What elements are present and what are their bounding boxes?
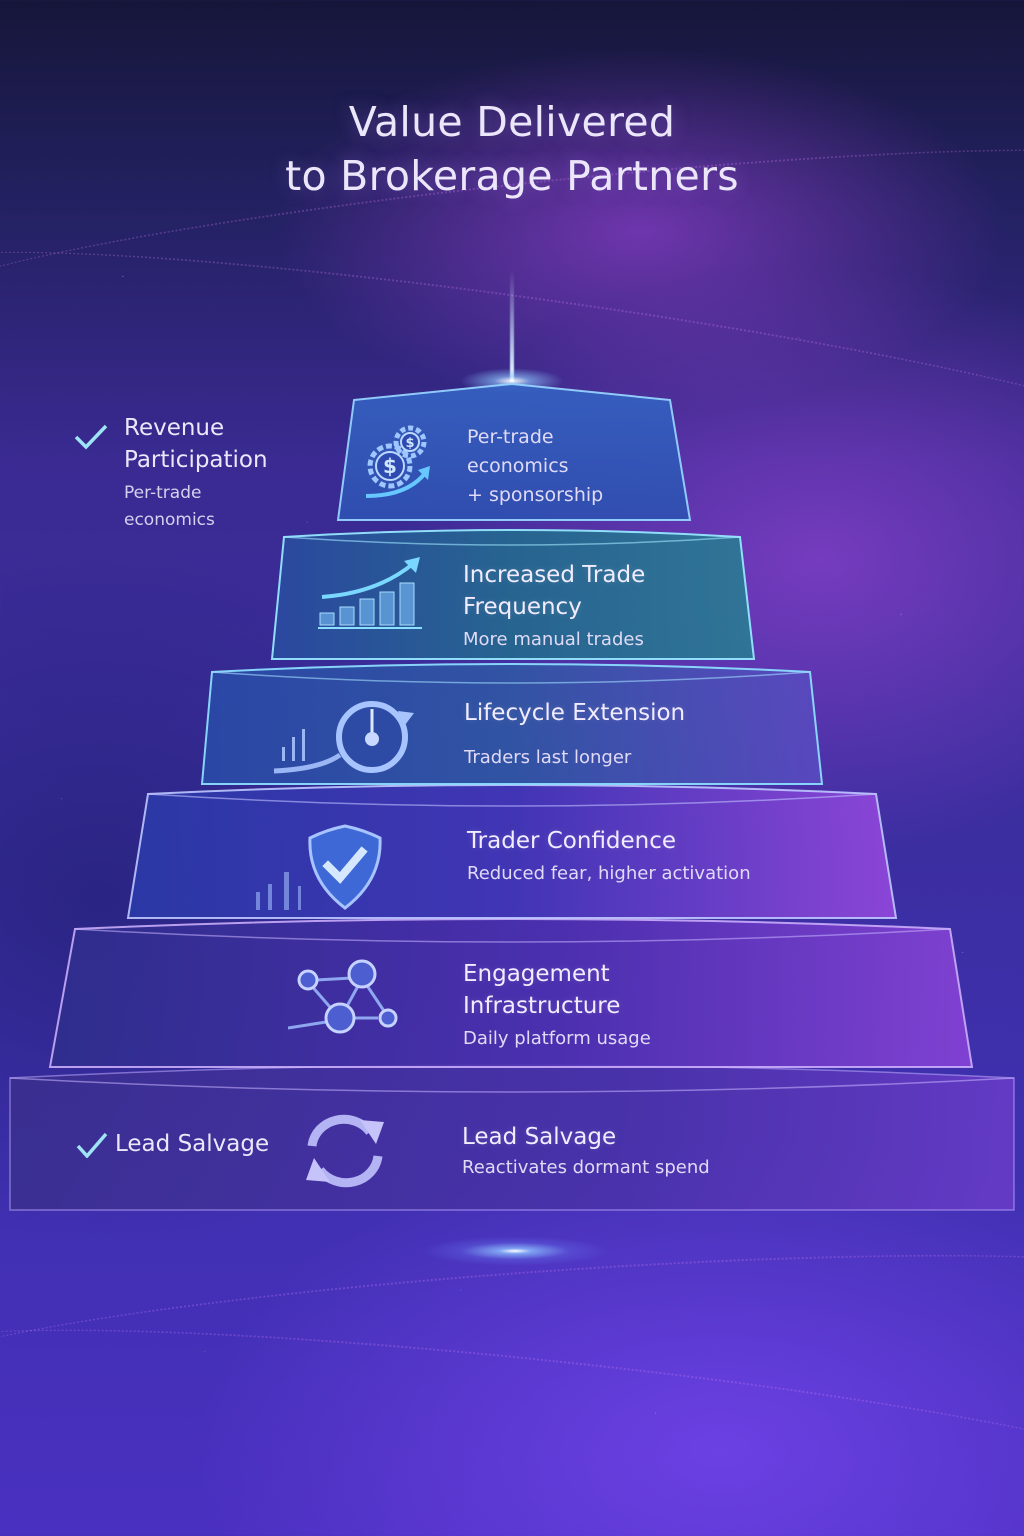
tier-6-sub: Reactivates dormant spend: [462, 1157, 710, 1178]
tier-2-sub: More manual trades: [463, 629, 644, 650]
tier-2-text: Increased Trade Frequency More manual tr…: [463, 559, 645, 653]
tier-shape: [270, 529, 756, 660]
side-label-sub-line-1: Per-trade: [124, 483, 202, 503]
tier-4-text: Trader Confidence Reduced fear, higher a…: [467, 825, 751, 887]
tier-1-line-1: Per-trade: [467, 426, 554, 448]
side-label-lead-title: Lead Salvage: [115, 1131, 270, 1157]
tier-6-text: Lead Salvage Reactivates dormant spend: [462, 1121, 710, 1181]
tier-shape: [336, 382, 692, 521]
tier-3-text: Lifecycle Extension Traders last longer: [464, 697, 685, 771]
tier-2-title-line-2: Frequency: [463, 594, 582, 620]
base-flare: [420, 1236, 610, 1266]
tier-shape: [9, 1064, 1015, 1211]
bar-chart-arrow-icon: [318, 555, 428, 635]
tier-5-text: Engagement Infrastructure Daily platform…: [463, 958, 651, 1052]
tier-1-line-2: economics: [467, 455, 569, 477]
tier-5-title-line-2: Infrastructure: [463, 993, 621, 1019]
side-label-sub-line-2: economics: [124, 510, 215, 530]
particle-wave: [0, 1292, 1024, 1536]
tier-revenue-participation: [0, 380, 1024, 525]
tier-4-sub: Reduced fear, higher activation: [467, 863, 751, 884]
svg-text:$: $: [383, 454, 397, 478]
network-nodes-icon: [287, 958, 400, 1036]
refresh-arrows-icon: [300, 1112, 390, 1190]
tier-5-title-line-1: Engagement: [463, 961, 610, 987]
page-title: Value Delivered to Brokerage Partners: [0, 95, 1024, 203]
tier-engagement-infrastructure: [0, 915, 1024, 1075]
shield-check-icon: [252, 822, 387, 914]
side-label-title-line-2: Participation: [124, 447, 268, 473]
tier-3-sub: Traders last longer: [464, 747, 632, 768]
gears-dollar-icon: $ $: [360, 420, 435, 500]
tier-trader-confidence: [0, 780, 1024, 925]
check-icon: [76, 1132, 108, 1159]
tier-lead-salvage: [0, 1060, 1024, 1220]
tier-shape: [48, 918, 974, 1068]
tier-2-title-line-1: Increased Trade: [463, 562, 646, 588]
side-label-revenue-participation: Revenue Participation Per-trade economic…: [124, 412, 268, 534]
title-line-2: to Brokerage Partners: [285, 152, 739, 200]
tier-3-title: Lifecycle Extension: [464, 700, 686, 726]
tier-5-sub: Daily platform usage: [463, 1028, 651, 1049]
clock-cycle-icon: [270, 695, 425, 777]
tier-1-text: Per-trade economics + sponsorship: [467, 423, 603, 510]
light-beam: [510, 270, 514, 382]
tier-shape: [126, 784, 898, 919]
tier-4-title: Trader Confidence: [467, 828, 677, 854]
side-label-title-line-1: Revenue: [124, 415, 225, 441]
title-line-1: Value Delivered: [348, 98, 676, 146]
tier-6-title: Lead Salvage: [462, 1124, 617, 1150]
tier-increased-trade-frequency: [0, 525, 1024, 665]
svg-text:$: $: [405, 436, 414, 451]
check-icon: [74, 424, 108, 450]
tier-1-line-3: + sponsorship: [467, 484, 604, 506]
side-label-lead-salvage: Lead Salvage: [115, 1128, 269, 1160]
